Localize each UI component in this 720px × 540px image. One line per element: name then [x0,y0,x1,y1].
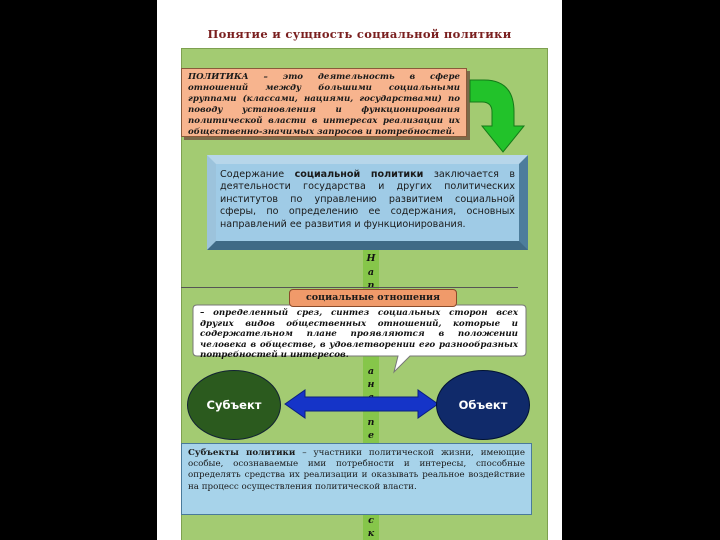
subjects-term: Субъекты политики [188,448,296,458]
content-prefix: Содержание [220,169,295,180]
definition-text: – это деятельность в сфере отношений меж… [188,72,460,137]
social-relations-text: – определенный срез, синтез социальных с… [200,308,518,361]
vertical-letter: Н [366,253,376,264]
definition-term: ПОЛИТИКА [188,72,249,82]
divider-line [181,287,518,288]
vertical-letter: к [367,528,375,539]
subjects-definition-box: Субъекты политики – участники политическ… [181,443,532,515]
content-box: Содержание социальной политики заключает… [207,155,528,250]
social-relations-tag: социальные отношения [289,289,457,307]
subjects-text: – участники политической жизни, имеющие … [188,448,525,492]
vertical-letter: а [367,267,375,278]
vertical-letter: п [367,417,375,428]
subject-label: Субъект [206,398,262,412]
vertical-letter: с [368,515,374,526]
vertical-letter: е [367,430,375,441]
subject-ellipse: Субъект [187,370,281,440]
content-suffix: заключается в деятельности государства и… [220,169,515,230]
content-bold: социальной политики [294,169,424,180]
object-label: Объект [458,398,508,412]
vertical-letter: а [367,366,375,377]
vertical-letter: н [367,379,375,390]
slide-title: Понятие и сущность социальной политики [207,27,512,41]
vertical-letter: п [367,280,375,291]
politics-definition-box: ПОЛИТИКА – это деятельность в сфере отно… [181,68,467,137]
object-ellipse: Объект [436,370,530,440]
